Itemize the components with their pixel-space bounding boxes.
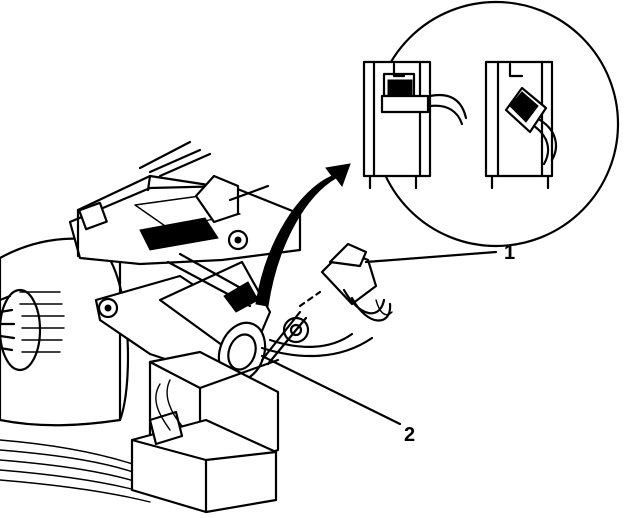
detail-arrow bbox=[255, 163, 351, 307]
key-alarm-connector bbox=[320, 242, 393, 322]
callout-2-label: 2 bbox=[404, 424, 415, 446]
lock-cylinder bbox=[94, 252, 272, 386]
mount-boss bbox=[260, 290, 374, 366]
wire-harness-bottom bbox=[0, 439, 151, 503]
housing-top bbox=[68, 140, 302, 266]
leaders bbox=[260, 250, 498, 426]
leader-2 bbox=[260, 354, 402, 426]
mounting-bracket bbox=[194, 174, 270, 251]
leader-1 bbox=[364, 250, 498, 264]
switch-block bbox=[130, 350, 280, 514]
steering-column-body bbox=[0, 237, 130, 427]
detail-inset bbox=[362, 0, 620, 248]
callout-1-label: 1 bbox=[504, 242, 515, 264]
